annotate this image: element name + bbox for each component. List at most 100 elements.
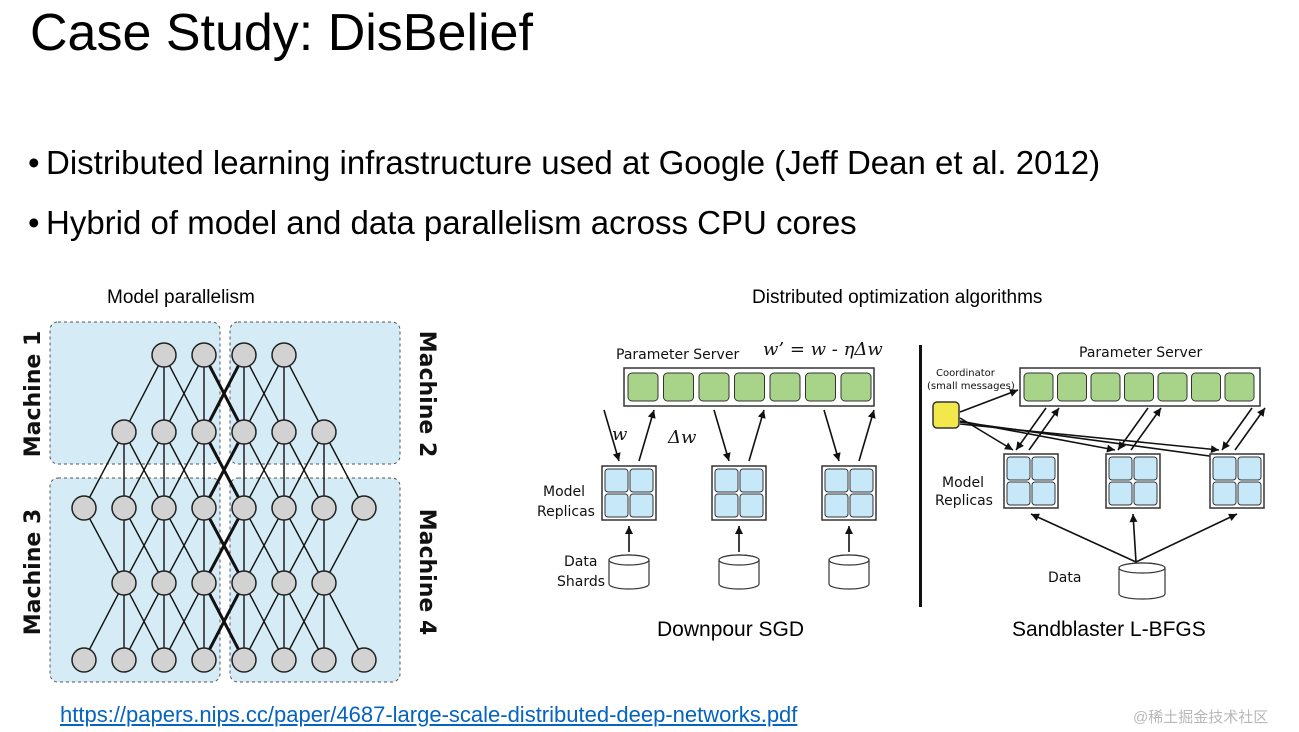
coordinator <box>932 401 960 429</box>
replica-core <box>849 493 874 518</box>
replica-core <box>1133 481 1158 506</box>
arrow-head <box>625 526 633 534</box>
parameter-shard <box>805 372 836 402</box>
arrow-shaft <box>1130 407 1162 451</box>
parameter-server-label: Parameter Server <box>1079 345 1202 361</box>
coordinator-label-line2: (small messages) <box>927 381 1015 392</box>
parameter-shard <box>627 372 659 402</box>
arrow-shaft <box>1234 407 1266 451</box>
network-edge <box>83 507 125 584</box>
replica-core <box>739 493 764 518</box>
network-edge <box>163 582 205 661</box>
neuron-node <box>311 419 337 445</box>
neuron-node <box>311 570 337 596</box>
arrow-head <box>1210 445 1219 454</box>
arrow-shaft <box>638 409 655 462</box>
bullet-dot: • <box>28 144 40 181</box>
network-edge <box>202 431 246 509</box>
parameter-shard <box>1124 372 1154 402</box>
parameter-shards <box>627 372 872 402</box>
network-edge <box>163 431 205 509</box>
network-edge <box>283 507 325 584</box>
replica-core <box>1108 456 1133 481</box>
cylinder-top <box>718 554 760 566</box>
divider <box>919 345 922 607</box>
bullet-item: •Distributed learning infrastructure use… <box>28 143 1100 183</box>
neuron-node <box>71 647 97 673</box>
machine-1-region <box>49 321 221 465</box>
arrow-shaft <box>1132 513 1137 563</box>
replica-core <box>1006 481 1031 506</box>
replica-core <box>824 493 849 518</box>
parameter-shard <box>1157 372 1188 402</box>
network-edge <box>283 354 325 433</box>
machine-regions <box>49 321 401 683</box>
network-edge <box>243 354 285 433</box>
arrow-head <box>1016 441 1024 450</box>
replica-core <box>1031 481 1056 506</box>
machine-2-label: Machine 2 <box>414 331 439 458</box>
arrow-shaft <box>1030 513 1137 563</box>
arrow-head <box>1153 408 1161 417</box>
data-shards <box>608 526 870 590</box>
arrow-head <box>1129 514 1138 523</box>
paper-link[interactable]: https://papers.nips.cc/paper/4687-large-… <box>60 702 798 727</box>
model-replicas <box>1003 453 1265 509</box>
network-edge <box>83 582 125 661</box>
update-equation: w’ = w - ηΔw <box>763 339 883 360</box>
network-edges <box>83 354 365 661</box>
parameter-shard <box>1090 372 1121 402</box>
arrow-head <box>757 410 766 419</box>
model-replicas-label-line2: Replicas <box>935 493 993 509</box>
parameter-shard <box>663 372 694 402</box>
arrow-shaft <box>713 409 730 462</box>
bullet-dot: • <box>28 204 40 241</box>
neuron-node <box>111 495 137 521</box>
neuron-node <box>191 342 217 368</box>
neuron-node <box>311 647 337 673</box>
data-label: Data <box>1048 570 1081 586</box>
coordinator-label-line1: Coordinator <box>936 368 996 379</box>
network-edge <box>323 507 365 584</box>
replica-core <box>1212 481 1237 506</box>
bullet-text: Hybrid of model and data parallelism acr… <box>46 204 857 241</box>
neuron-node <box>71 495 97 521</box>
arrow-head <box>1009 389 1018 397</box>
network-edge <box>123 582 165 661</box>
neuron-node <box>111 570 137 596</box>
downpour-sgd-caption: Downpour SGD <box>657 618 805 641</box>
sandblaster-arrows <box>959 389 1266 461</box>
replica-core <box>714 468 739 493</box>
neuron-node <box>231 342 257 368</box>
neuron-node <box>151 419 177 445</box>
arrow-shaft <box>823 409 840 462</box>
delta-w-label: Δw <box>667 427 697 448</box>
replica-core <box>629 493 654 518</box>
arrow-shaft <box>858 409 875 462</box>
parameter-shard <box>769 372 801 402</box>
network-edge <box>202 354 246 433</box>
arrow-shaft <box>603 409 620 462</box>
replica-core <box>1212 456 1237 481</box>
bullet-text: Distributed learning infrastructure used… <box>46 144 1101 181</box>
machine-1-label: Machine 1 <box>21 331 46 458</box>
cylinder-top <box>828 554 870 566</box>
arrow-head <box>1051 408 1059 417</box>
network-nodes <box>71 342 377 673</box>
neuron-node <box>111 647 137 673</box>
parameter-shard <box>734 372 765 402</box>
network-edge <box>243 507 285 584</box>
slide-title: Case Study: DisBelief <box>30 4 533 62</box>
replica-core <box>1237 481 1262 506</box>
model-parallelism-diagram: Machine 1 Machine 3 Machine 2 Machine 4 <box>21 321 439 683</box>
replica-core <box>604 468 629 493</box>
neuron-node <box>231 495 257 521</box>
neuron-node <box>231 419 257 445</box>
network-edge <box>323 431 365 509</box>
arrow-head <box>647 410 656 419</box>
cylinder-top <box>1118 562 1166 574</box>
arrow-head <box>1118 441 1126 450</box>
neuron-node <box>231 570 257 596</box>
network-edge <box>243 582 285 661</box>
neuron-node <box>271 342 297 368</box>
